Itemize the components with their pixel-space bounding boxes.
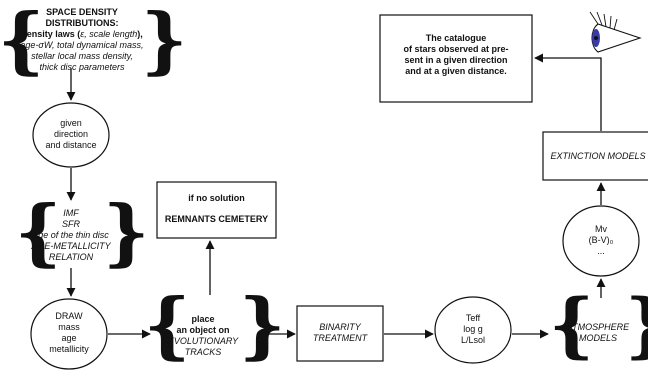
imf-line-3: age of the thin disc	[33, 230, 109, 240]
brace-density-left: {	[0, 0, 45, 82]
mv-line-2: (B-V)₀	[588, 235, 614, 245]
remnants-line-2: REMNANTS CEMETERY	[164, 214, 269, 224]
extinction-label: EXTINCTION MODELS	[550, 151, 646, 161]
draw-line-3: age	[61, 333, 77, 343]
space-density-title-1: SPACE DENSITY	[46, 7, 118, 17]
catalogue-text: The catalogue of stars observed at pre- …	[380, 33, 532, 77]
teff-line-1: Teff	[465, 313, 481, 323]
space-density-text: SPACE DENSITY DISTRIBUTIONS: density law…	[20, 7, 144, 73]
arrow-extinction-to-catalogue	[534, 53, 602, 131]
brace-place-right: }	[239, 282, 286, 367]
direction-line-1: given	[60, 118, 82, 128]
imf-line-1: IMF	[63, 208, 79, 218]
atmosphere-text: ATMOSPHERE MODELS	[560, 322, 636, 344]
brace-atmosphere-left: {	[549, 283, 595, 366]
density-laws-label: density laws (	[21, 29, 81, 39]
remnants-line-1: if no solution	[188, 193, 245, 203]
binarity-box	[296, 305, 384, 362]
draw-ellipse	[30, 298, 108, 370]
brace-place-left: {	[144, 282, 191, 367]
binarity-line-2: TREATMENT	[312, 333, 368, 343]
catalogue-line-4: and at a given distance.	[405, 66, 507, 76]
direction-line-2: direction	[53, 129, 89, 139]
atmosphere-line-1: ATMOSPHERE	[566, 322, 630, 332]
imf-text: IMF SFR age of the thin disc AGE-METALLI…	[28, 208, 114, 263]
brace-density-right: }	[141, 0, 188, 82]
catalogue-line-2: of stars observed at pre-	[403, 44, 509, 54]
teff-line-3: L/Lsol	[460, 335, 486, 345]
brace-atmosphere-right: }	[625, 290, 648, 360]
mv-ellipse	[562, 205, 640, 277]
binarity-text: BINARITY TREATMENT	[297, 322, 383, 344]
direction-ellipse	[32, 102, 110, 168]
brace-imf-right: }	[103, 189, 150, 274]
place-text: place an object on EVOLUTIONARY TRACKS	[158, 314, 248, 358]
draw-text: DRAW mass age metallicity	[31, 311, 107, 355]
density-line-6: thick disc parameters	[39, 62, 125, 72]
binarity-line-1: BINARITY	[319, 322, 361, 332]
brace-imf-left: {	[15, 189, 62, 274]
teff-line-2: log g	[463, 324, 483, 334]
atmosphere-line-2: MODELS	[578, 333, 617, 343]
catalogue-line-3: sent in a given direction	[404, 55, 508, 65]
extinction-box	[542, 131, 648, 181]
eye-icon	[589, 11, 642, 53]
draw-line-2: mass	[58, 322, 80, 332]
imf-line-4: AGE-METALLICITY	[31, 241, 111, 251]
mv-text: Mv (B-V)₀ ...	[563, 224, 639, 257]
catalogue-line-1: The catalogue	[425, 33, 487, 43]
mv-line-3: ...	[597, 246, 605, 256]
catalogue-box	[379, 14, 533, 103]
density-line-4: age-σW, total dynamical mass,	[20, 40, 144, 50]
remnants-box	[156, 181, 277, 239]
density-laws-params: ε, scale length	[80, 29, 138, 39]
remnants-text: if no solution REMNANTS CEMETERY	[157, 193, 276, 225]
extinction-text: EXTINCTION MODELS	[543, 151, 648, 162]
teff-text: Teff log g L/Lsol	[435, 313, 511, 346]
space-density-title-2: DISTRIBUTIONS:	[45, 18, 119, 28]
place-line-4: TRACKS	[184, 347, 222, 357]
density-laws-end: ),	[137, 29, 143, 39]
imf-line-2: SFR	[62, 219, 80, 229]
teff-ellipse	[434, 296, 512, 364]
draw-line-4: metallicity	[49, 344, 89, 354]
mv-line-1: Mv	[595, 224, 607, 234]
draw-line-1: DRAW	[55, 311, 83, 321]
place-line-3: EVOLUTIONARY	[167, 336, 239, 346]
density-line-5: stellar local mass density,	[31, 51, 133, 61]
place-line-2: an object on	[176, 325, 230, 335]
direction-line-3: and distance	[45, 140, 97, 150]
imf-line-5: RELATION	[48, 252, 94, 262]
direction-text: given direction and distance	[33, 118, 109, 151]
place-line-1: place	[191, 314, 215, 324]
